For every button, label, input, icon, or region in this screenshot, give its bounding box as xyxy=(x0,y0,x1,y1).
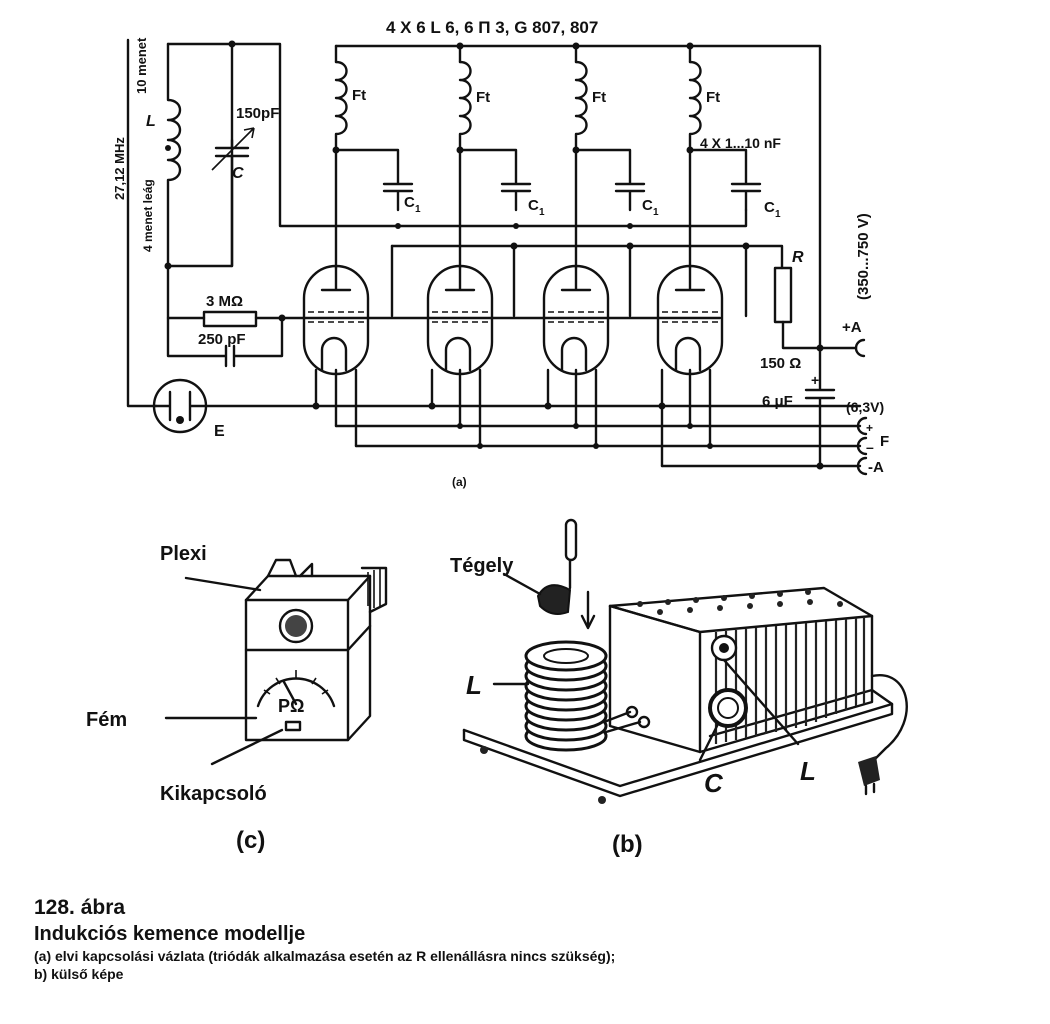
svg-text:F: F xyxy=(880,433,889,450)
svg-text:(6,3V): (6,3V) xyxy=(846,399,884,415)
svg-text:4 menet leág: 4 menet leág xyxy=(141,179,155,252)
svg-text:3 MΩ: 3 MΩ xyxy=(206,293,243,310)
capacitor-c1-3: C 1 xyxy=(574,148,659,218)
tube-2 xyxy=(426,264,494,376)
capacitor-c1-4: C 1 xyxy=(688,148,781,220)
knob-l-label: L xyxy=(800,756,816,786)
caption-line-a: (a) elvi kapcsolási vázlata (triódák alk… xyxy=(34,948,616,964)
svg-text:E: E xyxy=(214,423,225,440)
tube-list-label: 4 X 6 L 6, 6 Π 3, G 807, 807 xyxy=(386,18,598,37)
svg-text:Ft: Ft xyxy=(592,89,606,106)
svg-text:R: R xyxy=(792,249,804,266)
capacitor-c1-1: C 1 xyxy=(334,148,421,215)
part-a-label: (a) xyxy=(452,475,467,489)
choke-3: Ft xyxy=(574,60,606,152)
fem-label: Fém xyxy=(86,709,127,731)
tube-4 xyxy=(656,264,724,376)
svg-text:1: 1 xyxy=(775,209,781,220)
choke-4: Ft xyxy=(688,60,720,152)
svg-text:1: 1 xyxy=(539,207,545,218)
svg-text:+A: +A xyxy=(842,319,862,336)
tube-3 xyxy=(542,264,610,376)
svg-text:10 menet: 10 menet xyxy=(134,37,149,94)
coil-l-label: L xyxy=(466,670,482,700)
choke-1: Ft xyxy=(334,60,366,152)
cap-c-label: C xyxy=(704,768,724,798)
svg-text:L: L xyxy=(146,113,156,130)
svg-text:+: + xyxy=(866,421,873,435)
switch-label: Kikapcsoló xyxy=(160,783,267,805)
figure-number: 128. ábra xyxy=(34,896,126,919)
svg-text:1: 1 xyxy=(415,204,421,215)
svg-text:C: C xyxy=(528,197,539,214)
svg-text:(350...750 V): (350...750 V) xyxy=(855,213,872,300)
svg-text:C: C xyxy=(764,199,775,216)
capacitor-c1-2: C 1 xyxy=(458,148,545,218)
svg-text:27,12 MHz: 27,12 MHz xyxy=(112,137,127,200)
crucible-label: Tégely xyxy=(450,555,514,577)
svg-text:Ft: Ft xyxy=(476,89,490,106)
supply-terminals: (350...750 V) +A 6 μF + (6,3V) + F – -A xyxy=(762,213,889,476)
svg-text:6 μF: 6 μF xyxy=(762,393,793,410)
svg-text:PΩ: PΩ xyxy=(278,696,304,716)
svg-text:Ft: Ft xyxy=(706,89,720,106)
figure-caption: 128. ábra Indukciós kemence modellje (a)… xyxy=(34,895,1014,983)
case-view: PΩ xyxy=(164,558,388,766)
choke-2: Ft xyxy=(458,60,490,152)
svg-text:250 pF: 250 pF xyxy=(198,331,246,348)
plexi-label: Plexi xyxy=(160,543,207,565)
caption-line-b: b) külső képe xyxy=(34,966,124,982)
part-b-label: (b) xyxy=(612,831,643,858)
svg-text:+: + xyxy=(811,372,819,388)
part-c-label: (c) xyxy=(236,827,265,854)
c1-value-label: 4 X 1...10 nF xyxy=(700,135,781,151)
meter-e: E xyxy=(126,38,862,440)
svg-text:-A: -A xyxy=(868,459,884,476)
svg-text:150 Ω: 150 Ω xyxy=(760,355,801,372)
svg-text:C: C xyxy=(232,165,244,182)
tube-1 xyxy=(302,264,370,376)
svg-text:C: C xyxy=(642,197,653,214)
svg-text:C: C xyxy=(404,194,415,211)
tank-circuit: 10 menet 4 menet leág 27,12 MHz L 150pF … xyxy=(112,37,279,320)
schematic-diagram: 4 X 6 L 6, 6 Π 3, G 807, 807 Ft Ft Ft Ft… xyxy=(86,18,908,858)
svg-text:1: 1 xyxy=(653,207,659,218)
figure-title: Indukciós kemence modellje xyxy=(34,923,306,945)
svg-text:Ft: Ft xyxy=(352,87,366,104)
oven-view xyxy=(462,518,908,804)
svg-text:150pF: 150pF xyxy=(236,105,279,122)
svg-text:–: – xyxy=(866,439,874,455)
resistor-r: R 150 Ω xyxy=(760,249,822,372)
grid-leak: 3 MΩ 250 pF xyxy=(166,293,286,368)
